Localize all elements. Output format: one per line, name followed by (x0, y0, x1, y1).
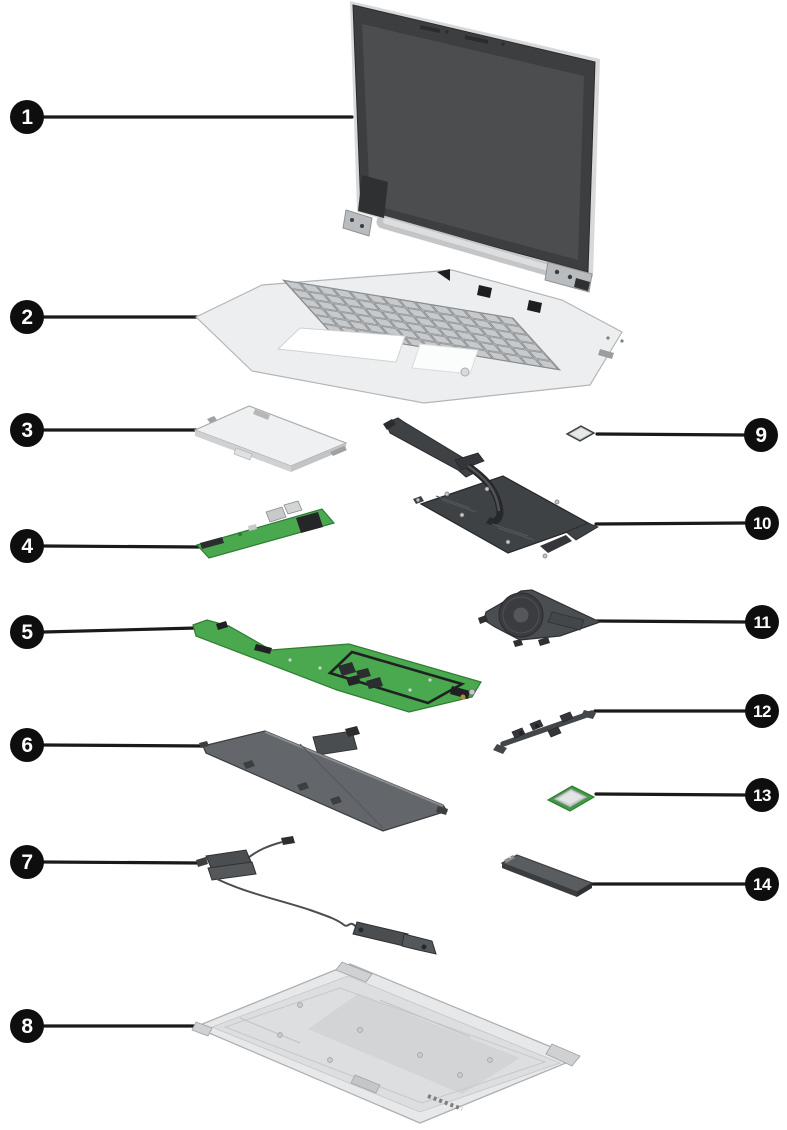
touchpad-cutout (276, 327, 406, 363)
leader-lines (42, 115, 747, 1028)
leader-line-9 (595, 432, 747, 437)
callout-badge-6: 6 (10, 728, 44, 762)
display-hinge-left-icon (342, 175, 388, 237)
display-assembly-illustration (342, 1, 600, 293)
webcam-icon (420, 25, 440, 33)
callout-badge-3: 3 (10, 413, 44, 447)
top-cover-keyboard-illustration (194, 269, 624, 404)
io-board-illustration (195, 500, 336, 559)
ssd-illustration (500, 854, 594, 897)
display-hinge-right-icon (544, 261, 593, 293)
touchpad-illustration (193, 405, 348, 472)
leader-line-7 (42, 860, 201, 865)
leader-line-11 (595, 619, 747, 624)
ssd-connector-icon (504, 855, 515, 863)
leader-line-5 (42, 626, 198, 634)
usb-port-icon (265, 506, 287, 523)
power-button-icon (460, 367, 470, 377)
fan-hub-icon (512, 606, 530, 624)
callout-badge-7: 7 (10, 845, 44, 879)
callout-badge-10: 10 (745, 506, 779, 540)
leader-line-4 (42, 544, 201, 549)
speaker-right-icon (352, 921, 409, 947)
leader-line-6 (42, 743, 207, 748)
leader-line-13 (594, 792, 747, 797)
wlan-module-illustration (546, 785, 596, 812)
callout-badge-8: 8 (10, 1009, 44, 1043)
fan-illustration (478, 589, 602, 647)
callout-badge-11: 11 (745, 605, 779, 639)
callout-badge-1: 1 (10, 100, 44, 134)
callout-badge-4: 4 (10, 529, 44, 563)
bottom-cover-illustration (191, 961, 581, 1124)
callout-badge-9: 9 (744, 418, 778, 452)
battery-illustration (199, 726, 448, 832)
callout-badge-13: 13 (745, 778, 779, 812)
system-board-illustration (192, 619, 482, 713)
bracket-illustration (493, 710, 596, 754)
leader-line-10 (594, 521, 747, 526)
speakers-illustration (196, 836, 437, 955)
callout-badge-14: 14 (745, 867, 779, 901)
callout-badge-5: 5 (10, 615, 44, 649)
memory-card-illustration (565, 425, 596, 442)
battery-cable-icon (312, 730, 358, 756)
callout-badge-12: 12 (745, 694, 779, 728)
callout-badge-2: 2 (10, 300, 44, 334)
heat-sink-illustration (383, 417, 599, 559)
